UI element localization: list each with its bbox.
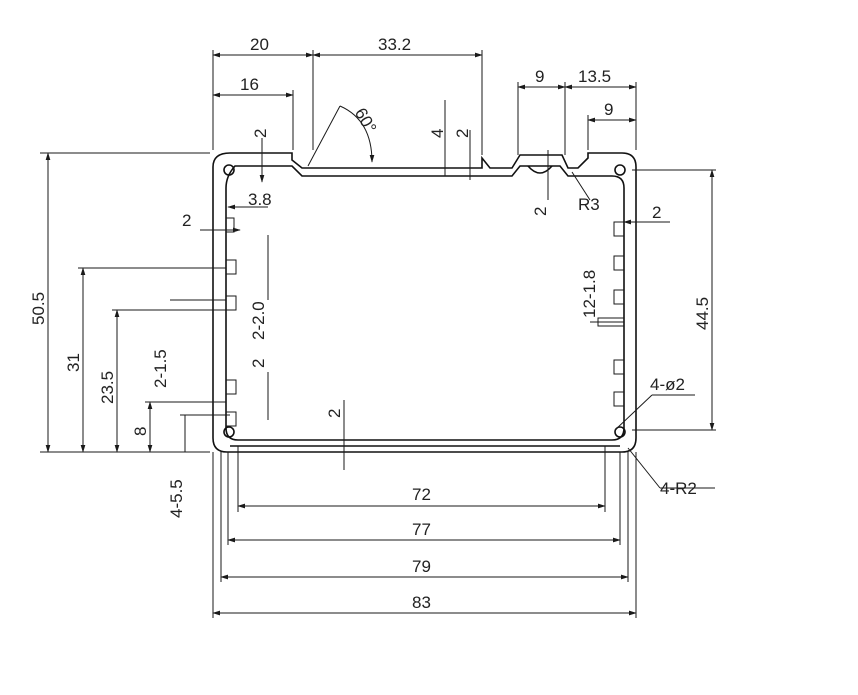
fin-note-right: 12-1.8 [580, 270, 599, 318]
dim-44-5: 44.5 [693, 297, 712, 330]
radius-r3: R3 [578, 195, 600, 214]
dim-2-left-inner: 2 [249, 359, 268, 368]
left-fin [226, 411, 237, 427]
screw-hole-bottom-left [223, 426, 235, 438]
radius-note: 4-R2 [660, 479, 697, 498]
dim-2-center: 2 [325, 409, 344, 418]
dim-20: 20 [250, 35, 269, 54]
right-fin [613, 221, 624, 237]
dim-23-5: 23.5 [98, 371, 117, 404]
left-fins [226, 217, 237, 427]
dim-33-2: 33.2 [378, 35, 411, 54]
dim-9-right: 9 [604, 100, 613, 119]
dim-4-5-5: 4-5.5 [167, 479, 186, 518]
enclosure-profile [212, 152, 637, 453]
right-fin [613, 391, 624, 407]
dim-31: 31 [64, 353, 83, 372]
screw-hole-top-right [614, 164, 626, 176]
dim-4-top: 4 [428, 129, 447, 138]
dimension-labels: 20 33.2 16 9 13.5 9 60° 2 4 2 2 R3 3.8 2… [29, 35, 712, 612]
left-fin [226, 295, 237, 311]
dim-8: 8 [131, 427, 150, 436]
hole-note: 4-ø2 [650, 375, 685, 394]
dim-77: 77 [412, 520, 431, 539]
fin-note-left-mid: 2-2.0 [249, 301, 268, 340]
left-fin [226, 217, 235, 233]
dim-2-slot: 2 [531, 207, 550, 216]
left-fin [226, 379, 237, 395]
dim-72: 72 [412, 485, 431, 504]
screw-hole-top-left [223, 164, 235, 176]
outer-contour [212, 152, 637, 453]
dim-2-top-mid: 2 [453, 129, 472, 138]
top-slot [527, 165, 553, 174]
right-fin [613, 359, 624, 375]
right-fin [613, 289, 624, 305]
dim-16: 16 [240, 75, 259, 94]
dimension-lines [40, 50, 716, 618]
dim-13-5: 13.5 [578, 67, 611, 86]
dim-9-top: 9 [535, 67, 544, 86]
dim-2-right-wall: 2 [652, 203, 661, 222]
right-fins [597, 221, 624, 407]
dim-79: 79 [412, 557, 431, 576]
left-fin [226, 259, 237, 275]
dim-3-8: 3.8 [248, 190, 272, 209]
right-fin [613, 255, 624, 271]
dim-83: 83 [412, 593, 431, 612]
dim-2-top-left: 2 [251, 129, 270, 138]
fin-note-left-low: 2-1.5 [151, 349, 170, 388]
dim-50-5: 50.5 [29, 292, 48, 325]
dim-2-left: 2 [182, 211, 191, 230]
angle-60: 60° [351, 105, 380, 137]
screw-hole-bottom-right [614, 426, 626, 438]
inner-contour [225, 165, 625, 441]
